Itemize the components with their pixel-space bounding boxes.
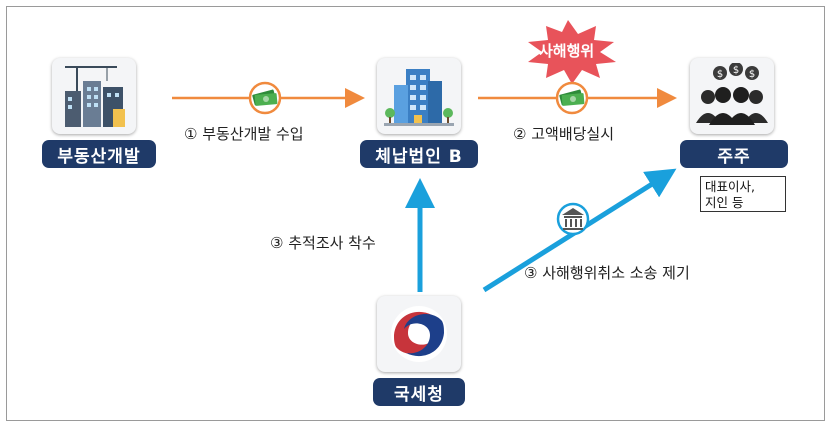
income-edge-label: ① 부동산개발 수입 <box>184 125 304 143</box>
taxbird-logo-icon <box>391 306 447 362</box>
shareholder-note-line2: 지인 등 <box>705 195 744 210</box>
svg-text:$: $ <box>733 65 739 76</box>
svg-text:$: $ <box>717 69 723 80</box>
money-icon <box>555 81 589 115</box>
buildings-crane-icon <box>65 66 125 127</box>
shareholder-note: 대표이사, 지인 등 <box>700 176 786 212</box>
developer-tile <box>52 58 136 134</box>
shareholder-label: 주주 <box>680 140 788 168</box>
investigation-edge-label: ③ 추적조사 착수 <box>270 234 376 252</box>
delinquent-tile <box>377 58 461 134</box>
dividend-edge-label: ② 고액배당실시 <box>513 125 615 143</box>
svg-text:$: $ <box>749 69 755 80</box>
court-icon <box>556 202 590 236</box>
burst-label: 사해행위 <box>539 42 595 60</box>
shareholder-note-line1: 대표이사, <box>705 179 755 194</box>
delinquent-label: 체납법인 B <box>360 140 478 168</box>
shareholder-tile: $ $ $ <box>690 58 774 134</box>
office-building-icon <box>384 69 454 126</box>
nts-label: 국세청 <box>373 378 465 406</box>
money-icon <box>248 81 282 115</box>
nts-tile <box>377 296 461 372</box>
developer-label: 부동산개발 <box>42 140 156 168</box>
lawsuit-edge-label: ③ 사해행위취소 소송 제기 <box>524 264 690 282</box>
shareholders-icon: $ $ $ <box>696 63 768 125</box>
burst-shape <box>528 20 616 84</box>
